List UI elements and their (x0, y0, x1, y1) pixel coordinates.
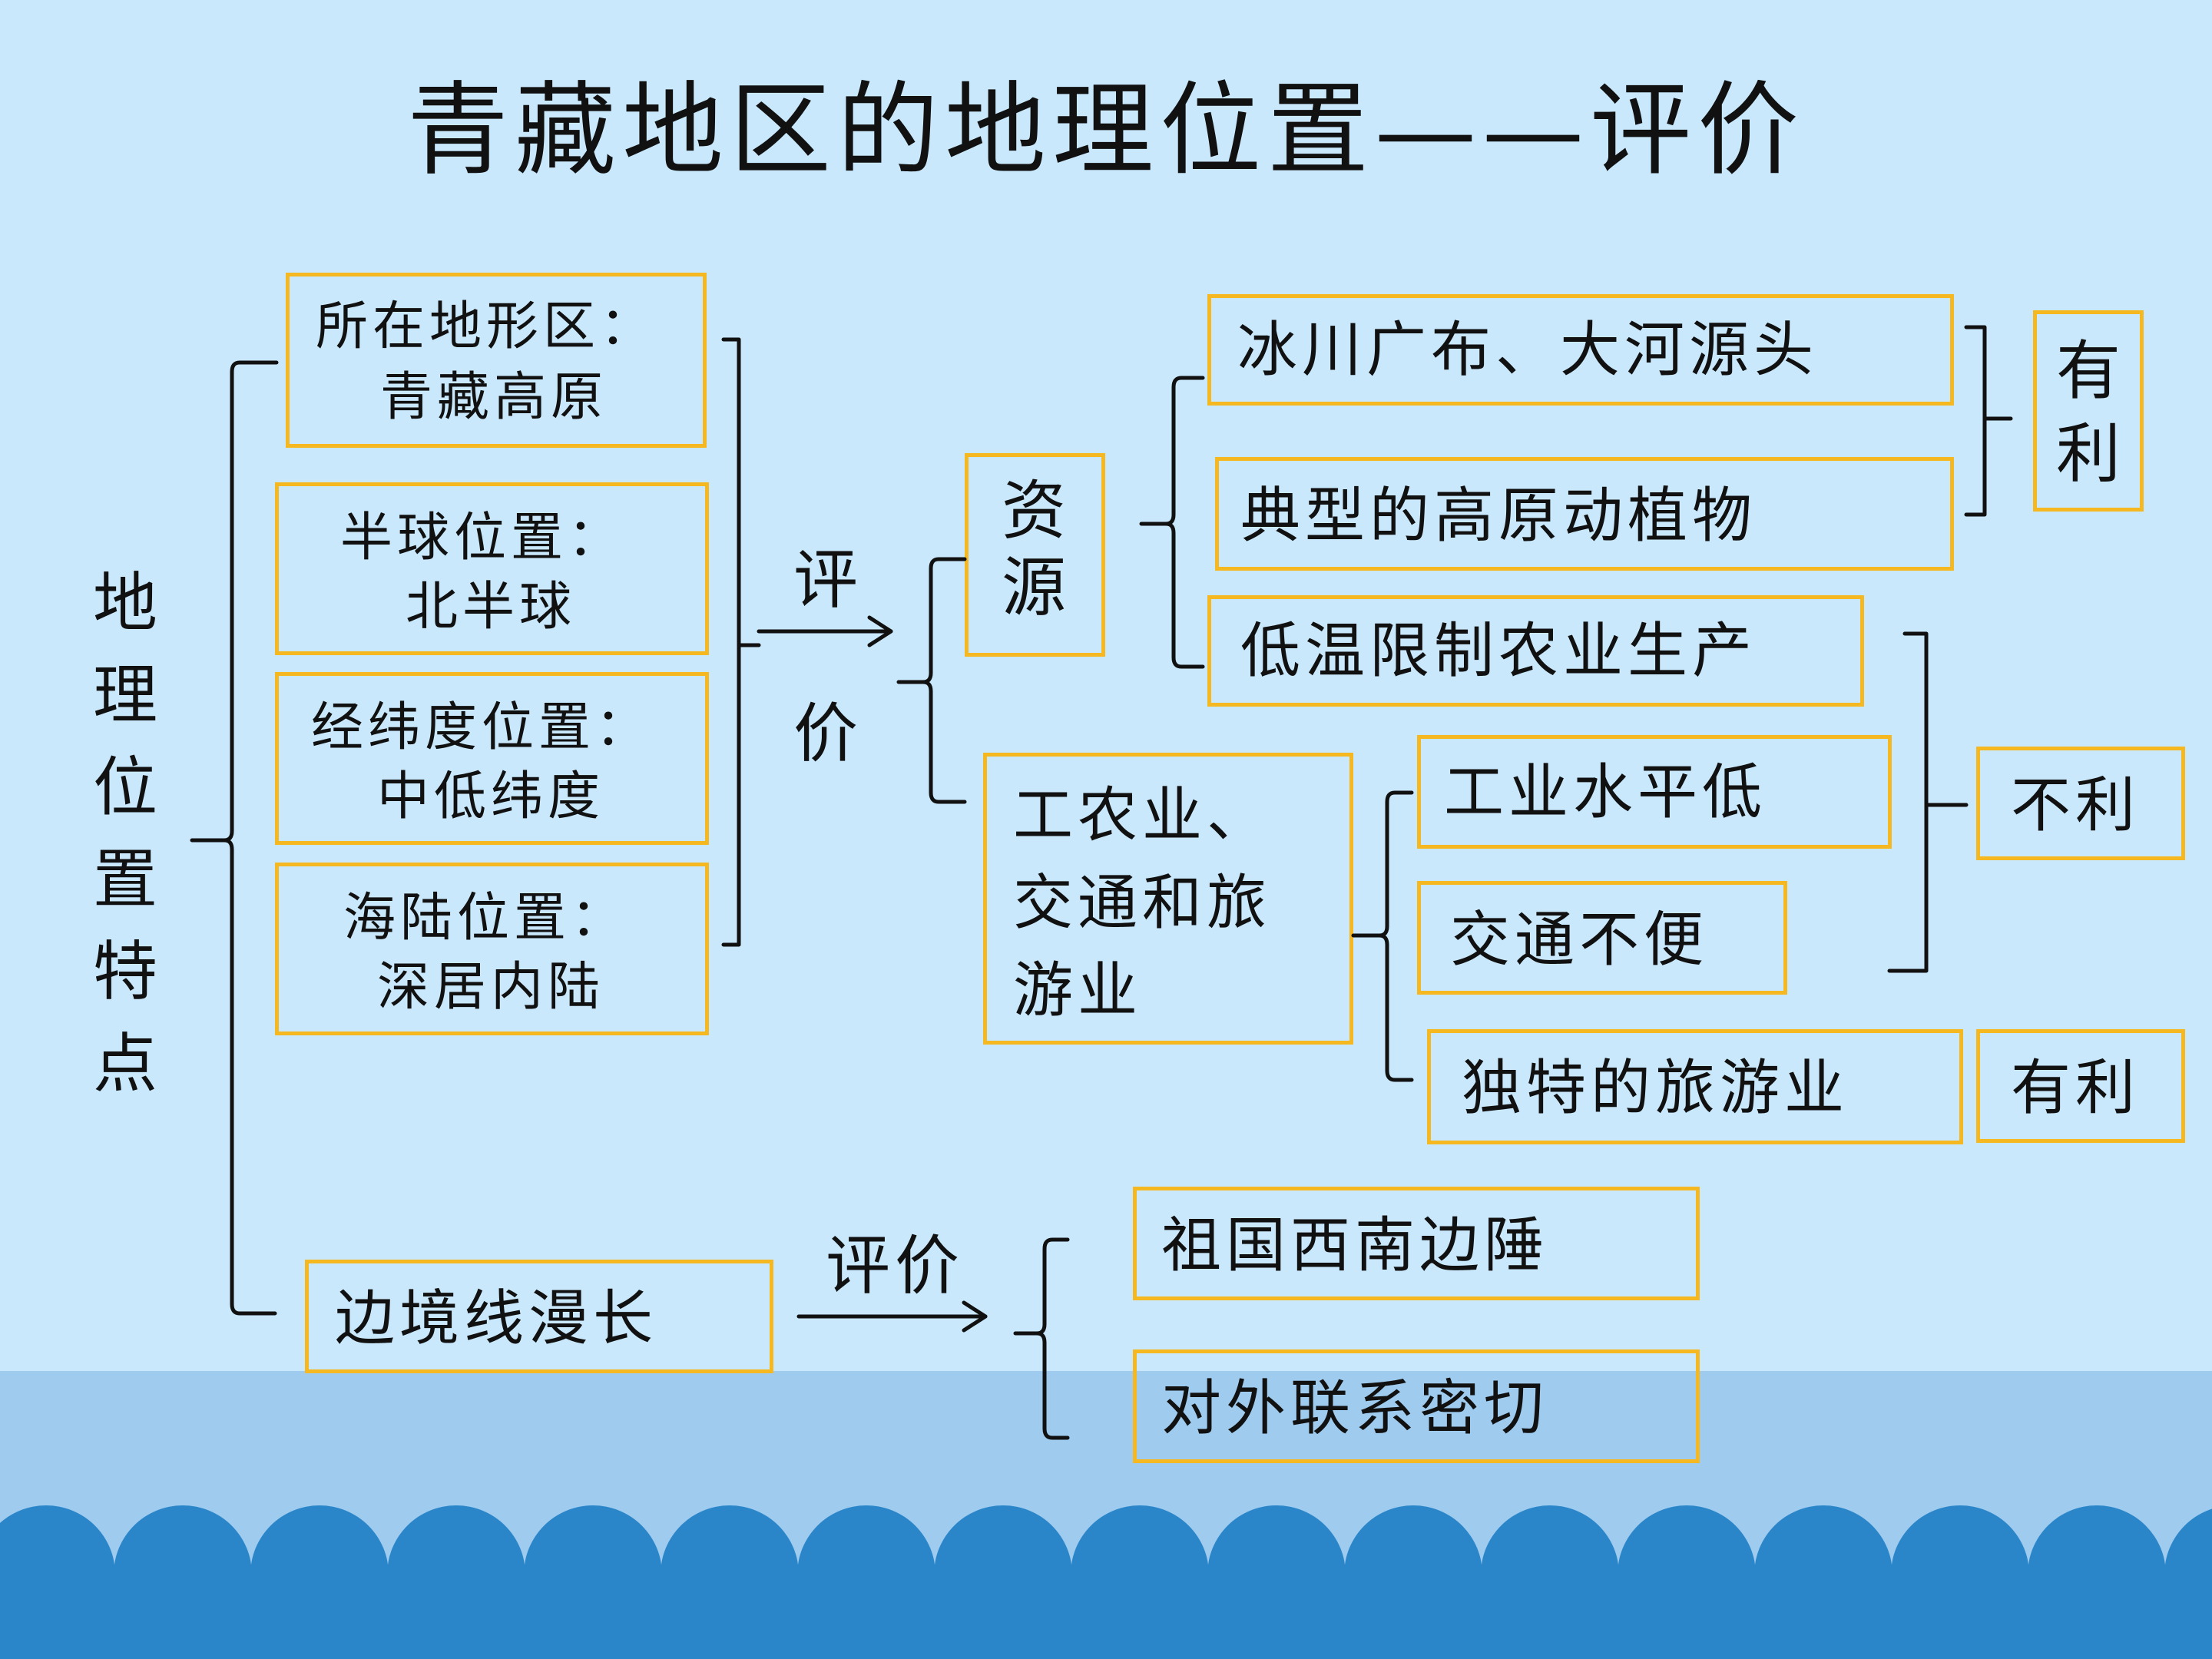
favorable-box-top: 有利 (2033, 310, 2144, 512)
border-item-contact: 对外联系密切 (1133, 1349, 1700, 1463)
page-title: 青藏地区的地理位置——评价 (407, 71, 1805, 190)
border-item-contact-text: 对外联系密切 (1161, 1374, 1549, 1443)
industry-item-lowlevel: 工业水平低 (1417, 735, 1892, 849)
industry-item-transport-text: 交通不便 (1450, 906, 1709, 975)
resource-item-wildlife-text: 典型的高原动植物 (1240, 482, 1757, 551)
favorable-label-bottom: 有利 (2011, 1054, 2141, 1123)
border-item-southwest-text: 祖国西南边陲 (1161, 1211, 1549, 1280)
feature-box-terrain: 所在地形区： 青藏高原 (286, 273, 707, 448)
resource-item-lowtemp-text: 低温限制农业生产 (1240, 617, 1757, 686)
industry-item-transport: 交通不便 (1417, 881, 1787, 995)
border-label: 边境线漫长 (335, 1284, 658, 1353)
resources-box: 资源 (965, 453, 1105, 657)
feature-landsea-value: 深居内陆 (377, 957, 605, 1018)
resource-item-glaciers: 冰川广布、大河源头 (1207, 294, 1954, 406)
border-item-southwest: 祖国西南边陲 (1133, 1187, 1700, 1300)
evaluate-label-vertical: 评价 (793, 542, 858, 771)
feature-landsea-title: 海陆位置： (343, 888, 628, 949)
wave-band (0, 1588, 2212, 1659)
favorable-label-top: 有利 (2055, 333, 2121, 492)
industry-label-line2: 交通和旅 (1013, 869, 1272, 938)
feature-hemisphere-value: 北半球 (406, 577, 577, 637)
feature-box-hemisphere: 半球位置： 北半球 (275, 482, 709, 655)
feature-terrain-value: 青藏高原 (380, 367, 608, 428)
favorable-box-bottom: 有利 (1976, 1029, 2185, 1143)
border-box: 边境线漫长 (305, 1260, 773, 1373)
feature-box-latlong: 经纬度位置： 中低纬度 (275, 672, 709, 845)
resources-label: 资源 (1001, 473, 1066, 625)
resource-item-lowtemp: 低温限制农业生产 (1207, 595, 1864, 707)
resource-item-wildlife: 典型的高原动植物 (1215, 457, 1954, 571)
resource-item-glaciers-text: 冰川广布、大河源头 (1237, 316, 1819, 385)
feature-latlong-title: 经纬度位置： (311, 697, 653, 758)
feature-box-landsea: 海陆位置： 深居内陆 (275, 863, 709, 1035)
industry-box: 工农业、 交通和旅 游业 (983, 753, 1353, 1045)
industry-item-tourism: 独特的旅游业 (1427, 1029, 1963, 1144)
evaluate-label-horizontal: 评价 (826, 1228, 965, 1303)
geo-location-label: 地理位置特点 (92, 565, 157, 1101)
feature-terrain-title: 所在地形区： (316, 296, 657, 357)
industry-label-line3: 游业 (1013, 956, 1143, 1025)
unfavorable-label: 不利 (2011, 771, 2141, 840)
feature-latlong-value: 中低纬度 (377, 767, 605, 827)
industry-item-lowlevel-text: 工业水平低 (1444, 758, 1767, 827)
industry-item-tourism-text: 独特的旅游业 (1462, 1054, 1849, 1123)
feature-hemisphere-title: 半球位置： (340, 508, 625, 568)
industry-label-line1: 工农业、 (1013, 781, 1272, 850)
unfavorable-box: 不利 (1976, 747, 2185, 860)
